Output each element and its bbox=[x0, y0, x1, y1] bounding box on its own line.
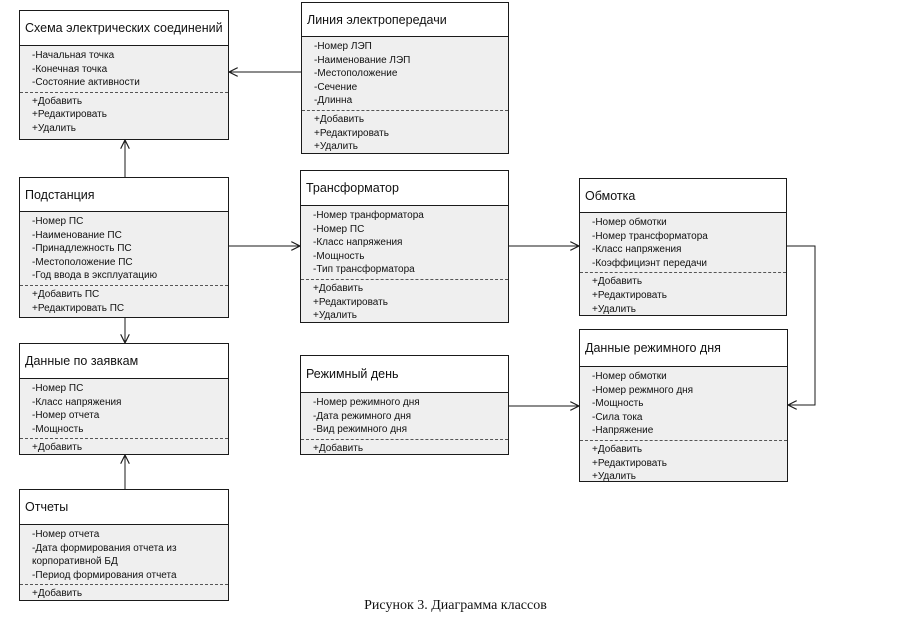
class-title: Режимный день bbox=[301, 356, 508, 393]
attribute: -Номер режимного дня bbox=[313, 397, 420, 408]
attribute: -Номер ПС bbox=[313, 223, 365, 235]
attribute: -Номер ЛЭП bbox=[314, 41, 372, 52]
attribute: -Номер обмотки bbox=[592, 371, 667, 382]
class-reports[interactable]: Отчеты -Номер отчета -Дата формирования … bbox=[19, 489, 229, 601]
class-attributes: -Номер ПС -Класс напряжения -Номер отчет… bbox=[20, 379, 228, 438]
operation: +Удалить bbox=[314, 141, 359, 153]
operation: +Удалить bbox=[313, 310, 358, 322]
operation: +Добавить bbox=[313, 282, 364, 294]
figure-caption: Рисунок 3. Диаграмма классов bbox=[364, 598, 547, 613]
operation: +Удалить bbox=[592, 303, 637, 315]
operation: +Добавить ПС bbox=[32, 288, 100, 300]
attribute: -Местоположение bbox=[314, 68, 398, 80]
class-attributes: -Номер ЛЭП -Наименование ЛЭП -Местополож… bbox=[302, 37, 508, 110]
attribute: -Номер транформатора bbox=[313, 210, 424, 221]
operation: +Добавить bbox=[314, 113, 365, 125]
attribute: -Местоположение ПС bbox=[32, 256, 133, 268]
attribute: -Длинна bbox=[314, 95, 353, 107]
class-operations: +Добавить +Редактировать +Удалить bbox=[580, 272, 786, 318]
operation: +Редактировать bbox=[592, 457, 667, 469]
attribute: -Сила тока bbox=[592, 411, 643, 423]
class-line[interactable]: Линия электропередачи -Номер ЛЭП -Наимен… bbox=[301, 2, 509, 154]
class-title: Данные по заявкам bbox=[20, 344, 228, 379]
class-operations: +Добавить +Редактировать +Удалить bbox=[302, 109, 508, 156]
class-attributes: -Номер ПС -Наименование ПС -Принадлежнос… bbox=[20, 212, 228, 285]
attribute: -Принадлежность ПС bbox=[32, 243, 132, 255]
attribute: -Наименование ПС bbox=[32, 229, 122, 241]
attribute: -Мощность bbox=[313, 250, 365, 262]
attribute: -Конечная точка bbox=[32, 63, 108, 75]
attribute: -Напряжение bbox=[592, 425, 654, 437]
attribute: -Состояние активности bbox=[32, 77, 140, 89]
class-winding[interactable]: Обмотка -Номер обмотки -Номер трансформа… bbox=[579, 178, 787, 316]
attribute: -Начальная точка bbox=[32, 50, 115, 61]
attribute: -Номер отчета bbox=[32, 410, 100, 422]
class-title: Линия электропередачи bbox=[302, 3, 508, 37]
class-operations: +Добавить +Редактировать +Удалить bbox=[580, 439, 787, 486]
operation: +Добавить bbox=[592, 276, 643, 288]
class-attributes: -Номер режимного дня -Дата режимного дня… bbox=[301, 393, 508, 439]
class-title: Схема электрических соединений bbox=[20, 11, 228, 46]
operation: +Добавить bbox=[32, 588, 83, 600]
attribute: -Наименование ЛЭП bbox=[314, 54, 411, 66]
class-substation[interactable]: Подстанция -Номер ПС -Наименование ПС -П… bbox=[19, 177, 229, 318]
operation: +Добавить bbox=[592, 443, 643, 455]
class-operations: +Добавить bbox=[301, 438, 508, 458]
class-scheme[interactable]: Схема электрических соединений -Начальна… bbox=[19, 10, 229, 140]
operation: +Редактировать bbox=[314, 127, 389, 139]
class-regime-data[interactable]: Данные режимного дня -Номер обмотки -Ном… bbox=[579, 329, 788, 482]
operation: +Удалить bbox=[592, 471, 637, 483]
operation: +Редактировать bbox=[592, 289, 667, 301]
attribute: -Номер режмного дня bbox=[592, 384, 694, 396]
class-attributes: -Номер обмотки -Номер трансформатора -Кл… bbox=[580, 213, 786, 272]
attribute: -Год ввода в эксплуатацию bbox=[32, 270, 158, 282]
class-attributes: -Номер отчета -Дата формирования отчета … bbox=[20, 525, 228, 584]
class-requests[interactable]: Данные по заявкам -Номер ПС -Класс напря… bbox=[19, 343, 229, 455]
class-title: Трансформатор bbox=[301, 171, 508, 206]
attribute: -Дата формирования отчета из корпоративн… bbox=[32, 542, 177, 568]
operation: +Редактировать ПС bbox=[32, 302, 125, 314]
link-winding-to-regime-data bbox=[787, 245, 816, 405]
attribute: -Класс напряжения bbox=[313, 237, 403, 249]
attribute: -Тип трансформатора bbox=[313, 264, 415, 276]
class-title: Данные режимного дня bbox=[580, 330, 787, 367]
operation: +Добавить bbox=[32, 442, 83, 454]
class-attributes: -Номер транформатора -Номер ПС -Класс на… bbox=[301, 206, 508, 279]
attribute: -Номер трансформатора bbox=[592, 230, 708, 242]
attribute: -Дата режимного дня bbox=[313, 410, 412, 422]
operation: +Добавить bbox=[313, 442, 364, 454]
attribute: -Номер отчета bbox=[32, 529, 100, 540]
class-attributes: -Начальная точка -Конечная точка -Состоя… bbox=[20, 46, 228, 92]
attribute: -Номер ПС bbox=[32, 383, 84, 394]
class-operations: +Добавить ПС +Редактировать ПС bbox=[20, 284, 228, 317]
class-operations: +Добавить bbox=[20, 584, 228, 603]
attribute: -Класс напряжения bbox=[592, 244, 682, 256]
attribute: -Период формирования отчета bbox=[32, 569, 177, 581]
operation: +Редактировать bbox=[32, 109, 107, 121]
attribute: -Мощность bbox=[592, 398, 644, 410]
class-attributes: -Номер обмотки -Номер режмного дня -Мощн… bbox=[580, 367, 787, 440]
class-operations: +Добавить +Редактировать +Удалить bbox=[20, 91, 228, 138]
class-transformer[interactable]: Трансформатор -Номер транформатора -Номе… bbox=[300, 170, 509, 323]
operation: +Удалить bbox=[32, 122, 77, 134]
attribute: -Номер обмотки bbox=[592, 217, 667, 228]
class-title: Отчеты bbox=[20, 490, 228, 525]
operation: +Добавить bbox=[32, 95, 83, 107]
attribute: -Класс напряжения bbox=[32, 396, 122, 408]
operation: +Редактировать bbox=[313, 296, 388, 308]
attribute: -Коэффициэнт передачи bbox=[592, 257, 708, 269]
attribute: -Сечение bbox=[314, 81, 358, 93]
class-regime-day[interactable]: Режимный день -Номер режимного дня -Дата… bbox=[300, 355, 509, 455]
attribute: -Вид режимного дня bbox=[313, 424, 407, 436]
attribute: -Номер ПС bbox=[32, 216, 84, 227]
class-operations: +Добавить +Редактировать +Удалить bbox=[301, 278, 508, 325]
class-title: Подстанция bbox=[20, 178, 228, 212]
class-operations: +Добавить bbox=[20, 438, 228, 457]
class-title: Обмотка bbox=[580, 179, 786, 213]
attribute: -Мощность bbox=[32, 423, 84, 435]
